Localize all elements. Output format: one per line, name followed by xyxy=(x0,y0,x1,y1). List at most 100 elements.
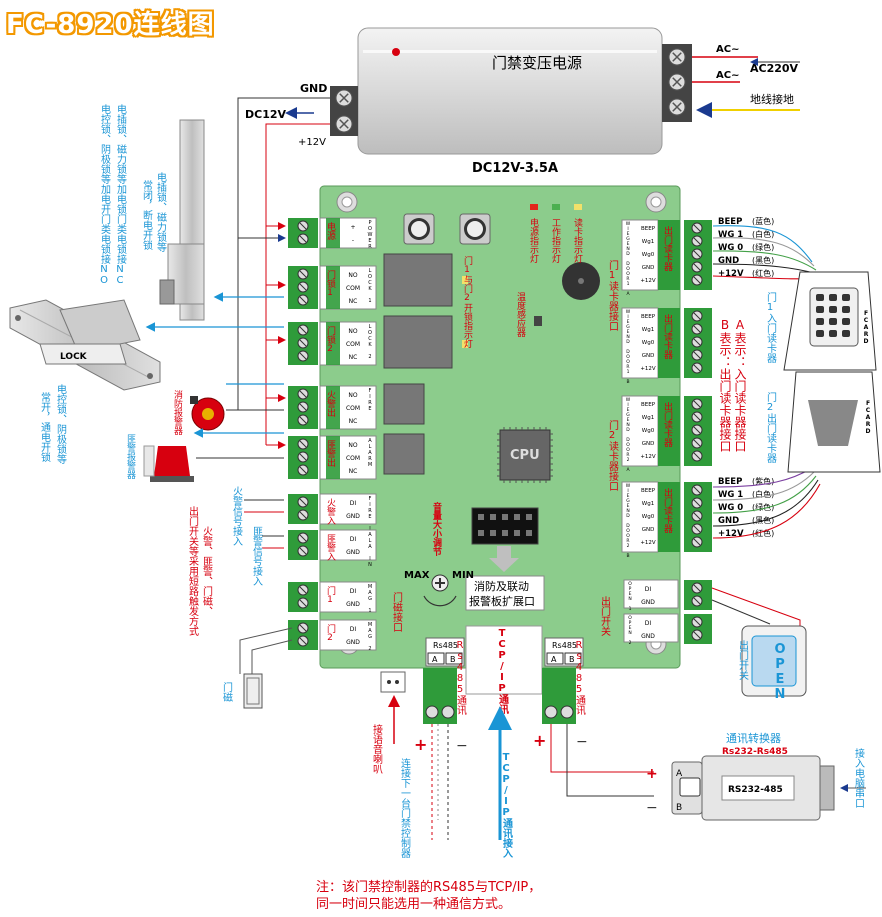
terminal-pin-label: NO xyxy=(348,272,357,279)
terminal-tag: POWER xyxy=(367,220,373,250)
speaker-connector xyxy=(380,671,406,693)
rs485-small-b: Rs485 xyxy=(552,641,577,650)
converter-type: Rs232-Rs485 xyxy=(722,747,788,757)
dc12v-label: DC12V xyxy=(245,108,287,121)
terminal-tag: FIRE IN xyxy=(367,496,373,538)
terminal-tag: MAG 1 xyxy=(367,584,373,614)
reader-pin-label: +12V xyxy=(640,278,656,284)
terminal-pin-label: GND xyxy=(346,513,360,520)
ac220-label: AC220V xyxy=(750,62,799,75)
wire-pin-label: WG 0 xyxy=(718,243,743,253)
conv-pin-b: B xyxy=(676,803,682,813)
door-sensor-label: 门磁 xyxy=(221,681,233,702)
terminal-pin-label: - xyxy=(352,237,354,244)
power-led xyxy=(392,48,400,56)
reader1-label: 门1入门读卡器 xyxy=(765,291,777,364)
wire-pin-label: WG 0 xyxy=(718,503,743,513)
next-minus: − xyxy=(456,738,468,754)
reader-terminal-tag: WIEGEND DOOR1 B xyxy=(625,309,631,385)
open-terminal-tag: OPEN 1 xyxy=(627,581,632,612)
diagram-title: FC-8920连线图 xyxy=(6,10,215,40)
terminal-cn-label: 门锁1 xyxy=(325,269,336,298)
cpu-label: CPU xyxy=(510,448,540,463)
door-sensor-icon xyxy=(243,673,263,709)
terminal-cn-label: 火警出 xyxy=(325,390,336,418)
rs485-bottom-terminals xyxy=(423,668,576,724)
wire-color-label: (紫色) xyxy=(752,476,774,486)
rs232-485-converter: A B RS232-485 xyxy=(671,755,835,821)
footer-note-line1: 注：该门禁控制器的RS485与TCP/IP， xyxy=(316,880,542,895)
reader-pin-label: Wg0 xyxy=(642,252,655,258)
reader-lamp-label: 读卡指示灯 xyxy=(572,217,583,264)
terminal-tag: LOCK 1 xyxy=(367,268,373,304)
ext-port-line1: 消防及联动 xyxy=(474,579,529,593)
wire-pin-label: +12V xyxy=(718,269,744,279)
rs485-b-pin-b: B xyxy=(569,655,575,664)
rs485-a-pin-b: B xyxy=(450,655,456,664)
open-pin-label: GND xyxy=(641,599,655,606)
wire-color-label: (白色) xyxy=(752,229,774,239)
wire-pin-label: WG 1 xyxy=(718,230,743,240)
terminal-pin-label: DI xyxy=(350,536,357,543)
conv-pin-a: A xyxy=(676,769,683,779)
conv-plus-1: + xyxy=(533,731,546,750)
rs485-comm-a-label: Rs485通讯 xyxy=(455,640,467,716)
terminal-pin-label: NO xyxy=(348,392,357,399)
terminal-pin-label: NC xyxy=(349,468,358,475)
reader-pin-label: GND xyxy=(642,265,655,271)
reader2-label: 门2出门读卡器 xyxy=(765,391,777,464)
reader-pin-label: +12V xyxy=(640,366,656,372)
volume-label: 音量大小调节 xyxy=(431,501,443,557)
legend-b: B表示：出门读卡器接口 xyxy=(718,318,732,452)
police-in-label: 匪警信号接入 xyxy=(251,526,263,586)
entry-card-reader: FCARD xyxy=(783,271,877,371)
reader-pin-label: Wg1 xyxy=(642,415,654,421)
reader-port2-label: 门2读卡器接口 xyxy=(607,419,619,491)
reader-terminal-cn: 出门读卡器 xyxy=(662,225,673,271)
converter-box-text: RS232-485 xyxy=(728,785,783,795)
police-alarm-label: 匪警报警器 xyxy=(125,434,136,479)
terminal-pin-label: NC xyxy=(349,418,358,425)
footer-note: 注：该门禁控制器的RS485与TCP/IP， 同一时间只能选用一种通信方式。 xyxy=(316,879,541,913)
wire-pin-label: BEEP xyxy=(718,217,742,227)
terminal-pin-label: DI xyxy=(350,588,357,595)
reader-terminal-tag: WIEGEND DOOR2 B xyxy=(625,483,631,559)
terminal-pin-label: COM xyxy=(346,455,360,462)
exit-port-label: 出门开关 xyxy=(599,595,611,637)
terminal-cn-label: 匪警出 xyxy=(325,440,336,468)
wire-pin-label: BEEP xyxy=(718,477,742,487)
terminal-pin-label: NC xyxy=(349,354,358,361)
psu-label: 门禁变压电源 xyxy=(492,54,582,72)
reader-pin-label: Wg0 xyxy=(642,340,655,346)
wire-color-label: (绿色) xyxy=(752,502,774,512)
converter-label: 通讯转换器 xyxy=(726,731,781,745)
lock-note-3: 电插锁、磁力锁等 xyxy=(155,171,167,252)
open-pin-label: GND xyxy=(641,633,655,640)
terminal-cn-label: 门2 xyxy=(325,623,336,643)
power-indicator-led xyxy=(530,204,538,210)
read-indicator-led xyxy=(574,204,582,210)
terminal-tag: LOCK 2 xyxy=(367,324,373,360)
wire-color-label: (黑色) xyxy=(752,515,774,525)
reader-terminal-cn: 出门读卡器 xyxy=(662,401,673,447)
wire-pin-label: +12V xyxy=(718,529,744,539)
conv-plus-2: + xyxy=(646,766,658,782)
reader-pin-label: +12V xyxy=(640,454,656,460)
lock-note-4: 常闭，断电开锁 xyxy=(141,179,153,251)
reader-pin-label: BEEP xyxy=(641,402,656,408)
terminal-tag: ALA IN xyxy=(367,532,373,568)
gnd-label: GND xyxy=(300,82,327,95)
sensor-note-2: 出门开关等采用短路触发方式 xyxy=(187,505,199,636)
fire-in-label: 火警信号接入 xyxy=(231,486,243,546)
power-supply: 门禁变压电源 DC12V-3.5A xyxy=(330,27,692,176)
open-pin-label: DI xyxy=(645,620,652,627)
lock-note-5: 电控锁、阴极锁等 xyxy=(55,383,67,464)
terminal-pin-label: DI xyxy=(350,500,357,507)
